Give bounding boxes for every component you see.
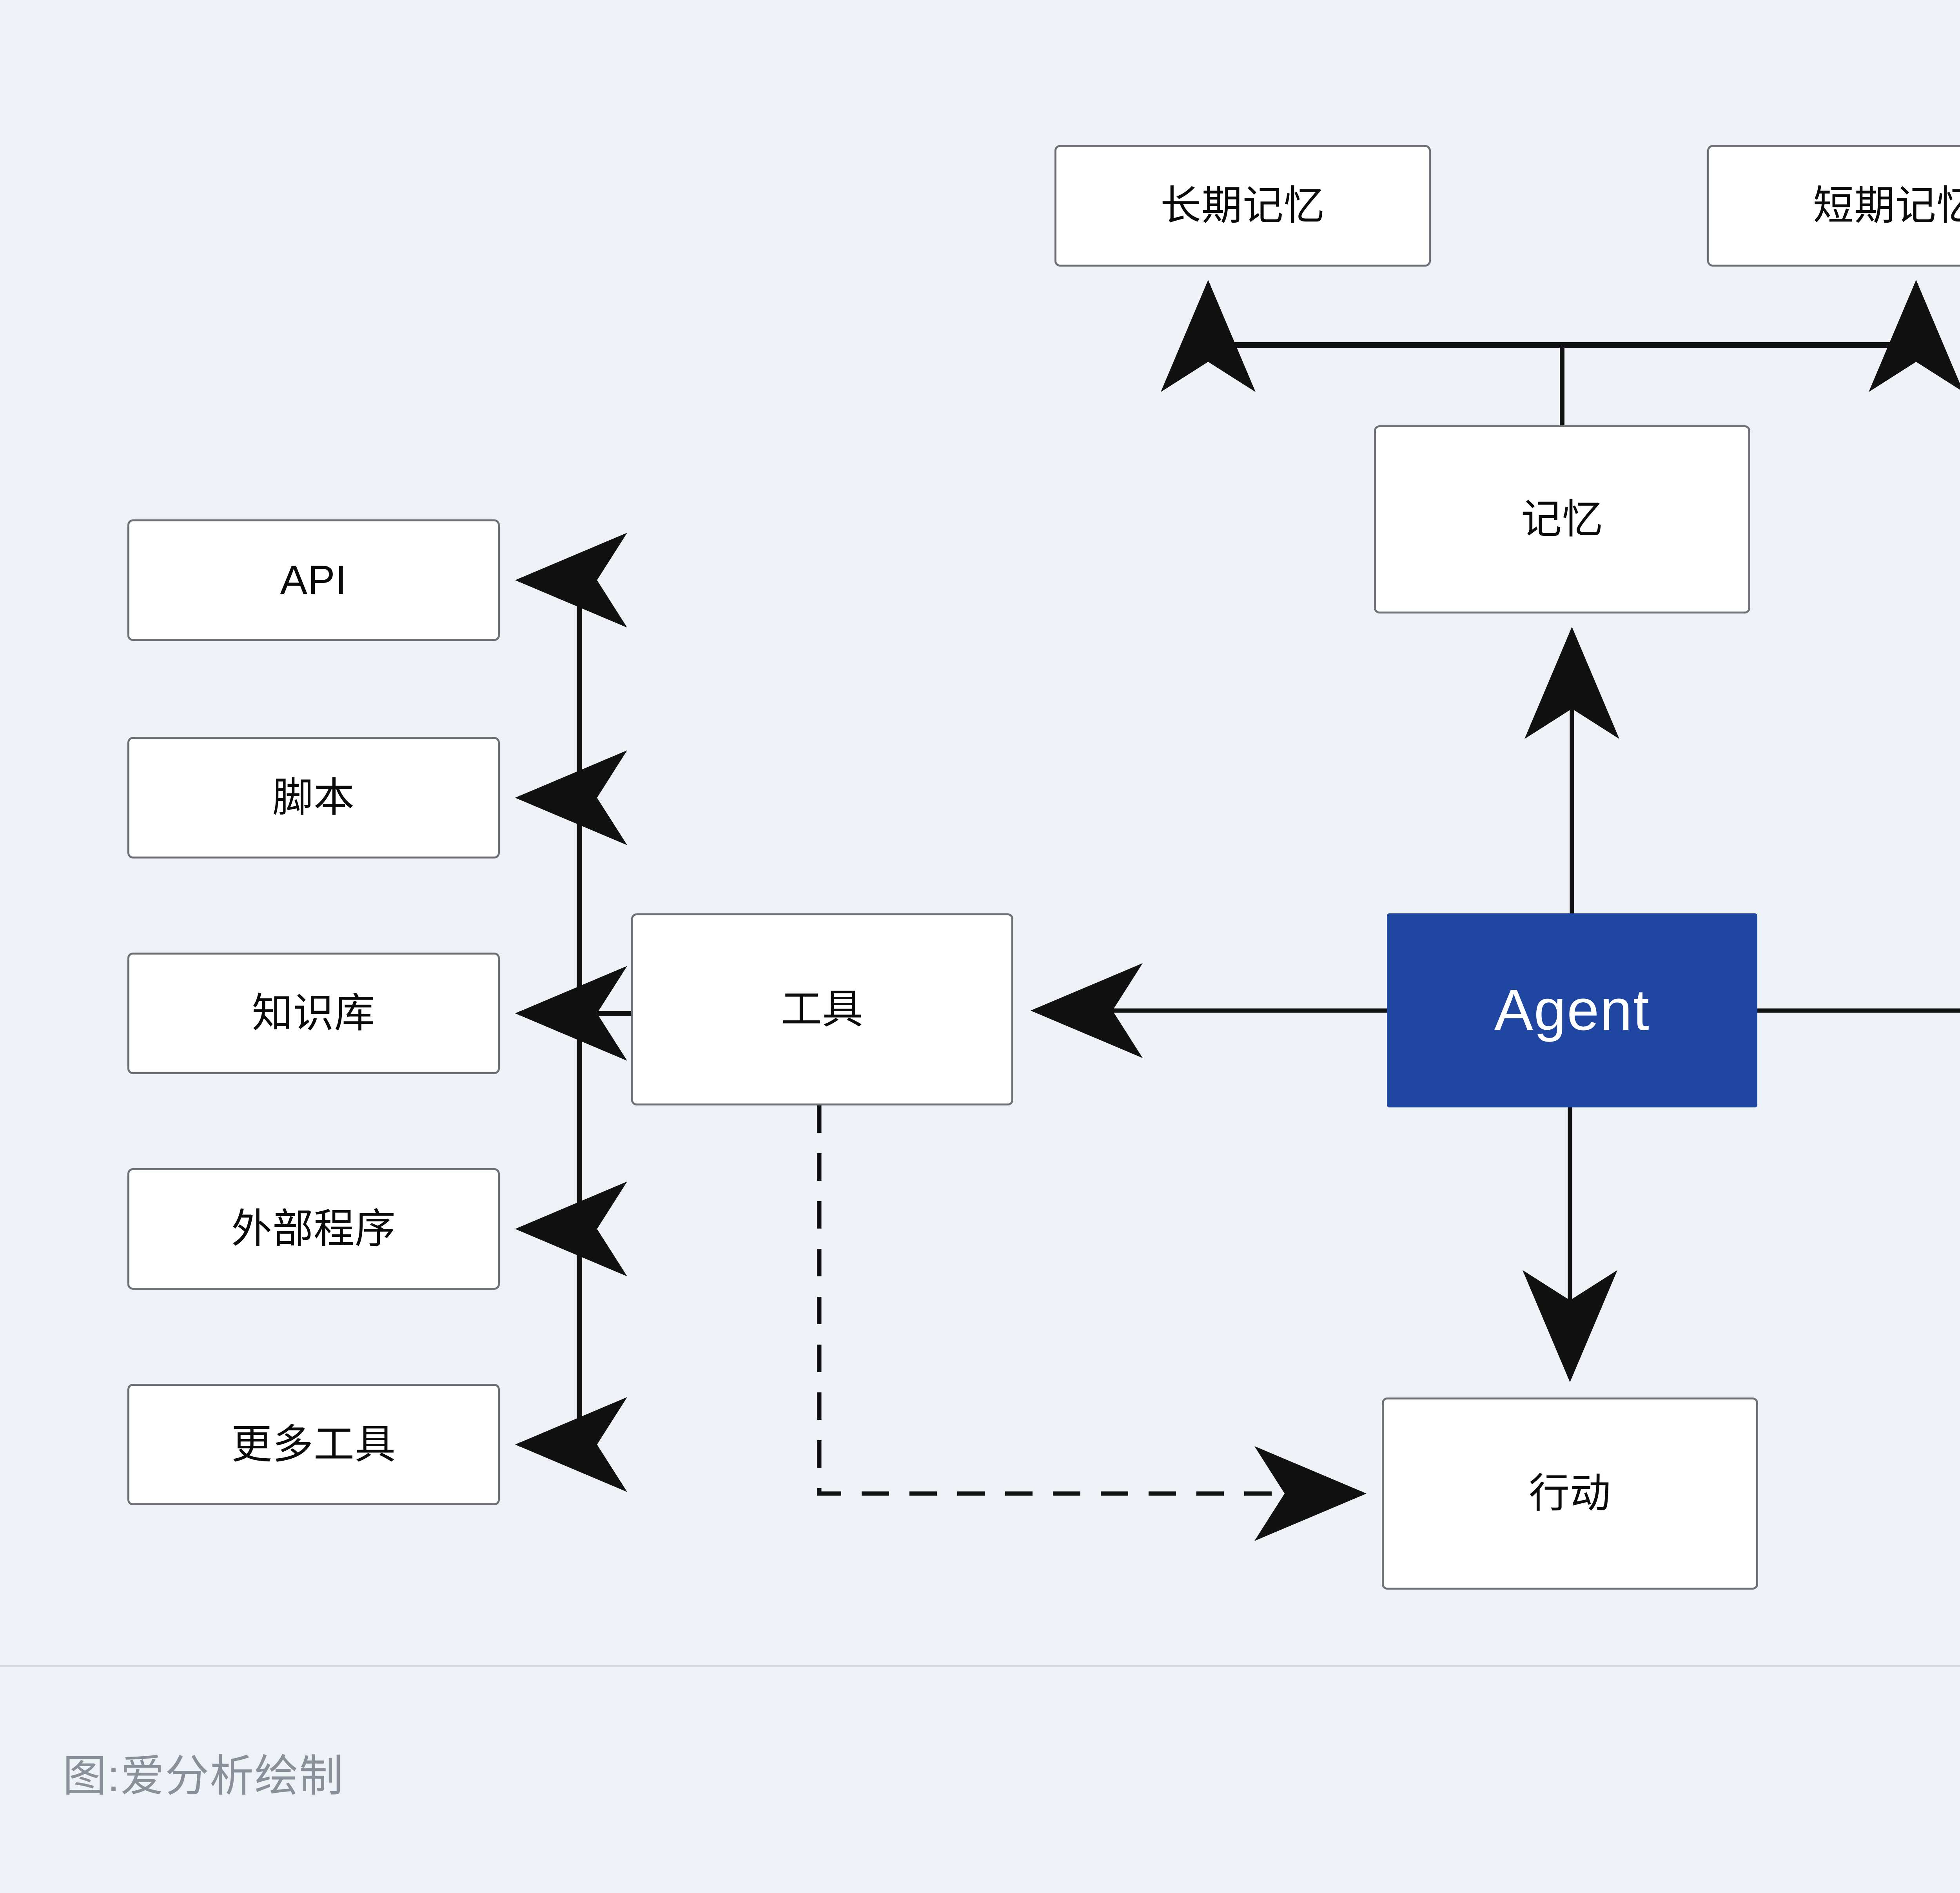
node-tool-more-tools[interactable]: 更多工具 (127, 1384, 500, 1505)
node-label: 长期记忆 (1160, 183, 1325, 229)
footer-divider (0, 1665, 1960, 1667)
node-label: 短期记忆 (1813, 183, 1960, 229)
node-label: 行动 (1528, 1470, 1611, 1516)
node-label: 外部程序 (231, 1206, 396, 1252)
node-short-term-memory[interactable]: 短期记忆 (1707, 145, 1960, 267)
node-tool-external-program[interactable]: 外部程序 (127, 1168, 500, 1290)
node-tool-script[interactable]: 脚本 (127, 737, 500, 858)
node-label: 更多工具 (231, 1421, 396, 1467)
node-tool-api[interactable]: API (127, 519, 500, 641)
node-long-term-memory[interactable]: 长期记忆 (1054, 145, 1431, 267)
node-tools[interactable]: 工具 (631, 913, 1013, 1105)
node-label: 知识库 (252, 990, 376, 1036)
node-label: 工具 (781, 986, 864, 1032)
node-tool-knowledge-base[interactable]: 知识库 (127, 953, 500, 1074)
node-label: 脚本 (272, 775, 355, 820)
node-memory[interactable]: 记忆 (1374, 425, 1750, 613)
node-label: Agent (1494, 978, 1650, 1043)
node-action[interactable]: 行动 (1382, 1398, 1758, 1590)
source-credit: 图:爱分析绘制 (63, 1751, 344, 1800)
node-label: API (280, 557, 347, 603)
edge-tools-action-dashed (817, 1105, 1367, 1541)
node-label: 记忆 (1521, 496, 1603, 542)
node-agent[interactable]: Agent (1387, 913, 1757, 1107)
